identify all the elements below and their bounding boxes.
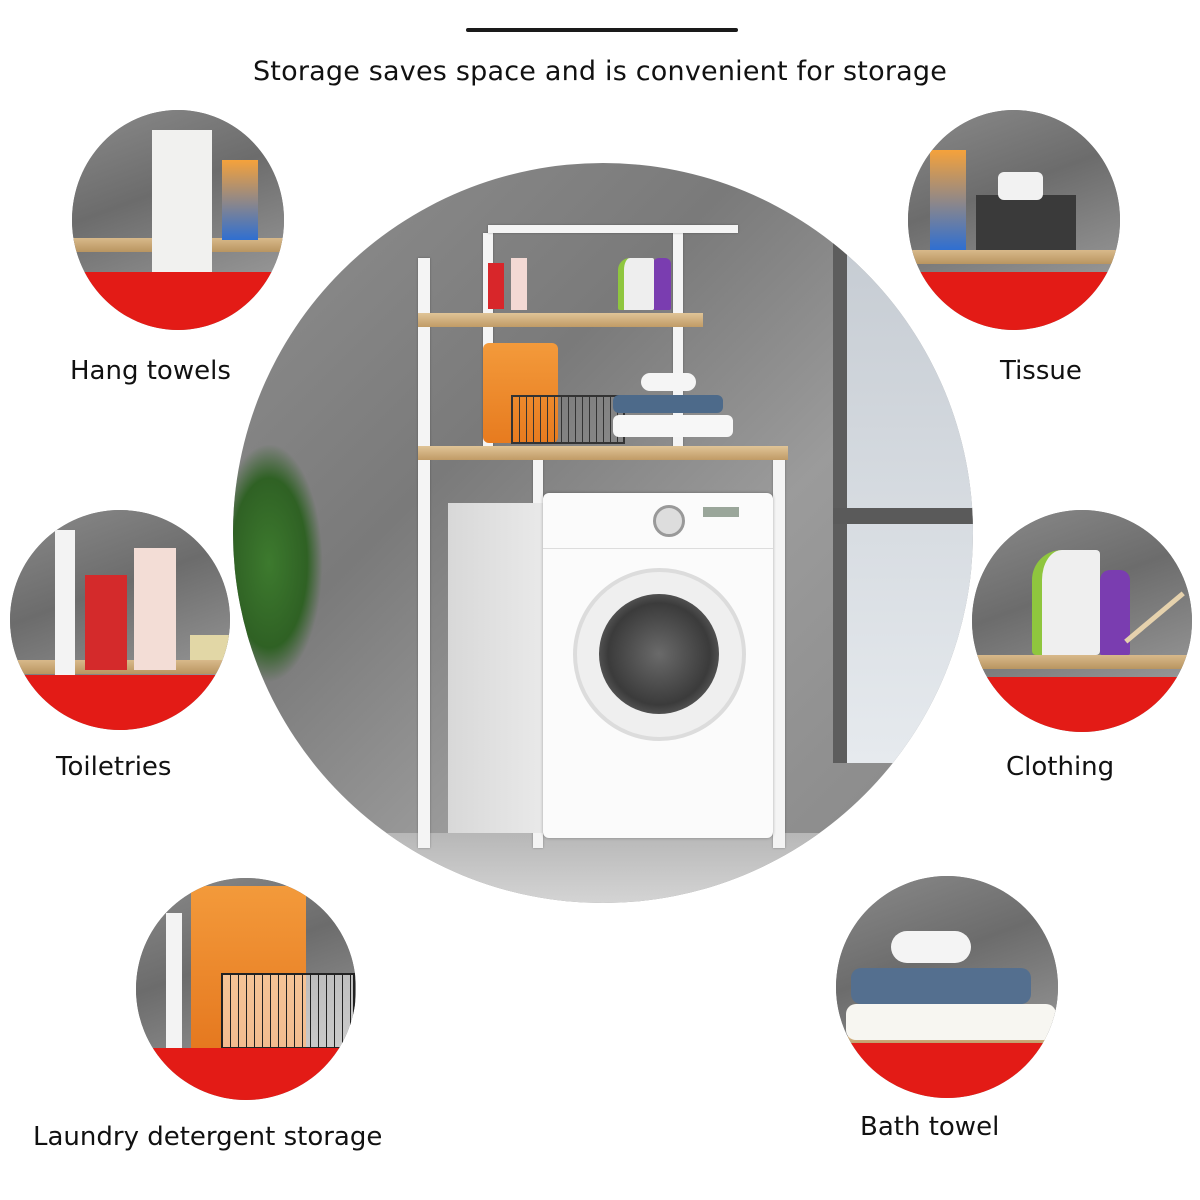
blue-towel-icon bbox=[613, 395, 723, 413]
rack-post bbox=[166, 913, 182, 1048]
white-towel-icon bbox=[846, 1004, 1056, 1040]
feature-label: Hang towels bbox=[70, 356, 231, 386]
hero-product-image bbox=[233, 163, 973, 903]
drum-glass bbox=[599, 594, 719, 714]
control-panel bbox=[543, 493, 773, 549]
deodorant-icon bbox=[488, 263, 504, 309]
feature-thumb-hang-towels bbox=[72, 110, 284, 330]
feature-label: Tissue bbox=[1000, 356, 1082, 386]
top-divider-line bbox=[466, 28, 738, 32]
washing-machine bbox=[543, 493, 773, 838]
lotion-tube-icon bbox=[511, 258, 527, 310]
wire-basket-icon bbox=[221, 973, 355, 1049]
display-screen bbox=[703, 507, 739, 517]
towel-icon bbox=[152, 130, 212, 280]
blue-towel-icon bbox=[851, 968, 1031, 1004]
feature-label: Toiletries bbox=[56, 752, 172, 782]
feature-thumb-detergent bbox=[136, 878, 356, 1100]
feature-thumb-clothing bbox=[972, 510, 1192, 732]
rolled-towel-icon bbox=[891, 931, 971, 963]
white-towel-icon bbox=[613, 415, 733, 437]
feature-thumb-bath-towel bbox=[836, 876, 1058, 1098]
feature-thumb-tissue bbox=[908, 110, 1120, 330]
feature-thumb-toiletries bbox=[10, 510, 230, 730]
iron-icon bbox=[1032, 550, 1100, 655]
wire-basket-icon bbox=[511, 395, 625, 444]
feature-label: Laundry detergent storage bbox=[33, 1122, 383, 1152]
window-frame bbox=[833, 508, 973, 524]
feature-label: Clothing bbox=[1006, 752, 1115, 782]
iron-icon bbox=[618, 258, 654, 310]
detergent-box-icon bbox=[222, 160, 258, 240]
feature-label: Bath towel bbox=[860, 1112, 1000, 1142]
deodorant-icon bbox=[85, 575, 127, 670]
tissue-icon bbox=[998, 172, 1043, 200]
tissue-box-icon bbox=[976, 195, 1076, 250]
detergent-bottle-icon bbox=[653, 258, 671, 310]
page-title: Storage saves space and is convenient fo… bbox=[252, 56, 948, 87]
washer-door bbox=[573, 568, 746, 741]
rack-left-post bbox=[418, 258, 430, 848]
side-cabinet bbox=[448, 503, 543, 833]
rack-upper-post-right bbox=[673, 233, 683, 448]
soap-icon bbox=[190, 635, 230, 660]
rack-post bbox=[55, 530, 75, 680]
lotion-tube-icon bbox=[134, 548, 176, 670]
detergent-box-icon bbox=[930, 150, 966, 250]
rack-top-bar bbox=[488, 225, 738, 233]
dial-knob-icon bbox=[653, 505, 685, 537]
rack-upper-post bbox=[483, 233, 493, 448]
upper-shelf bbox=[418, 313, 703, 327]
middle-shelf bbox=[418, 446, 788, 460]
rack-right-post bbox=[773, 448, 785, 848]
plant-icon bbox=[233, 443, 323, 683]
rolled-towel-icon bbox=[641, 373, 696, 391]
